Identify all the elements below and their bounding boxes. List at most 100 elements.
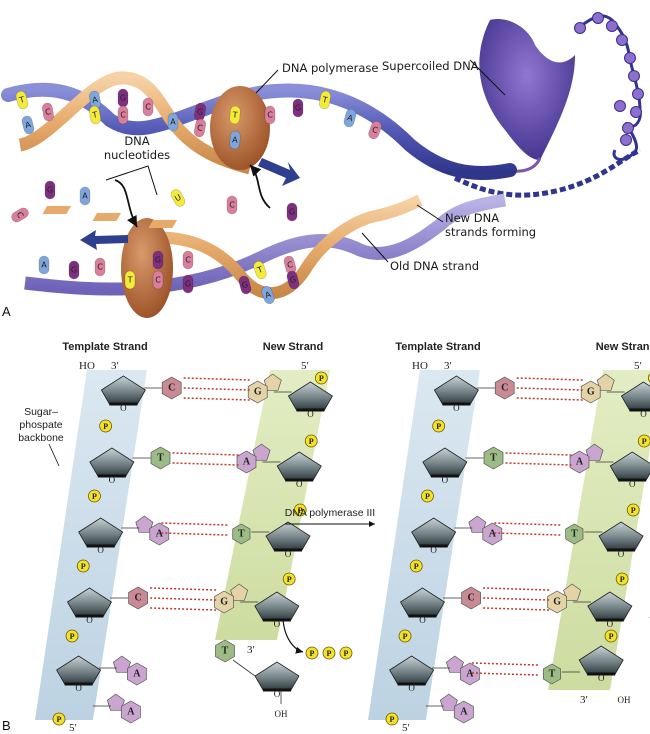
phosphate-letter: P: [631, 506, 636, 515]
phosphate: P: [293, 503, 307, 517]
hydrogen-bond: [505, 452, 572, 456]
hydrogen-bond: [516, 377, 583, 381]
template-3prime-end: 3′: [111, 360, 119, 372]
backbone-label-3: backbone: [18, 432, 64, 444]
base-g: G: [182, 274, 194, 294]
deoxyribose-sugar: O: [287, 381, 333, 419]
direction-arrow-upper: [258, 158, 300, 186]
sugar-oxygen: O: [629, 479, 636, 489]
dna-polymerase-upper: [210, 86, 270, 170]
new-strand-upper: [18, 71, 252, 175]
nucleotide-sugar-plate: [42, 206, 72, 214]
nucleosome-bead: [574, 22, 586, 34]
base-g: G: [152, 250, 164, 270]
phosphate-letter: P: [425, 492, 430, 501]
base-c: C: [128, 586, 148, 610]
base-g: G: [117, 88, 129, 108]
phosphate: P: [52, 712, 66, 726]
phosphate: P: [65, 629, 79, 643]
label-supercoiled-dna: Supercoiled DNA: [382, 59, 479, 73]
deoxyribose-sugar: O: [620, 381, 650, 419]
base-t: T: [319, 90, 331, 110]
base-c: C: [368, 120, 382, 140]
panel-a-label: A: [2, 304, 11, 319]
base-g: G: [247, 373, 282, 404]
sugar-oxygen: O: [430, 545, 437, 555]
base-a: A: [79, 186, 91, 206]
base-letter: T: [18, 95, 26, 105]
base-letter: T: [321, 95, 328, 105]
nucleosome-bead: [620, 134, 632, 146]
base-letter: C: [120, 111, 126, 120]
base-letter: C: [185, 256, 191, 265]
phosphate-letter: P: [57, 715, 62, 724]
template-strand-header: Template Strand: [62, 341, 147, 353]
sugar-oxygen: O: [109, 475, 116, 485]
hydrogen-bond: [471, 672, 538, 676]
deoxyribose-sugar: O: [265, 521, 311, 559]
deoxyribose-sugar: O: [399, 587, 446, 625]
phosphate-letter: P: [344, 649, 349, 658]
phosphate: P: [305, 646, 319, 660]
hydrogen-bond: [483, 587, 550, 591]
base-t: T: [229, 105, 241, 125]
new-3prime-end: 3′: [247, 644, 255, 656]
hydrogen-bond: [483, 607, 550, 611]
panel-b-label: B: [2, 718, 11, 733]
phosphate: P: [432, 419, 446, 433]
phosphate-letter: P: [92, 492, 97, 501]
direction-arrow-lower: [80, 230, 128, 250]
phosphate-letter: P: [310, 649, 315, 658]
base-letter: C: [145, 103, 151, 112]
hydrogen-bond: [183, 397, 250, 401]
phosphate-letter: P: [70, 632, 75, 641]
base-g: G: [194, 102, 206, 122]
base-g: G: [44, 180, 56, 200]
hydrogen-bond: [505, 462, 572, 466]
template-3prime-end: 3′: [444, 360, 452, 372]
base-g: G: [580, 373, 615, 404]
base-a: A: [236, 443, 271, 474]
new-strand-oh: OH: [618, 695, 631, 705]
template-ho-group: HO: [412, 360, 428, 372]
phosphate: P: [421, 489, 434, 503]
sugar-oxygen: O: [120, 403, 127, 413]
phosphate-letter: P: [390, 715, 395, 724]
hydrogen-bond: [483, 597, 550, 601]
base-a: A: [445, 655, 480, 686]
hydrogen-bond: [494, 532, 561, 536]
base-a: A: [261, 285, 275, 305]
phosphate: P: [637, 434, 650, 448]
new-3prime-end: 3′: [580, 694, 588, 706]
incoming-base-t: T: [215, 639, 235, 663]
base-t: T: [253, 260, 267, 280]
base-letter: T: [255, 265, 264, 276]
base-letter: A: [576, 457, 584, 468]
hydrogen-bond: [150, 607, 217, 611]
base-letter: C: [286, 260, 294, 270]
phosphate: P: [398, 629, 412, 643]
new-strand-lower: [149, 194, 423, 300]
base-letter: C: [371, 125, 380, 136]
base-letter: A: [232, 135, 239, 144]
hydrogen-bond: [150, 597, 217, 601]
base-letter: T: [157, 453, 164, 464]
new-strand-band: [548, 370, 650, 690]
hydrogen-bond: [183, 377, 250, 381]
sugar-oxygen: O: [442, 475, 449, 485]
phosphate-letter: P: [436, 422, 441, 431]
base-letter: G: [254, 387, 262, 398]
phosphate-letter: P: [620, 575, 625, 584]
deoxyribose-sugar: O: [433, 375, 479, 413]
base-a: A: [106, 693, 141, 724]
base-letter: A: [92, 95, 99, 105]
phosphate-letter: P: [298, 506, 303, 515]
base-letter: G: [241, 280, 249, 290]
deoxyribose-sugar: O: [587, 591, 633, 629]
nucleosome-bead: [614, 100, 626, 112]
